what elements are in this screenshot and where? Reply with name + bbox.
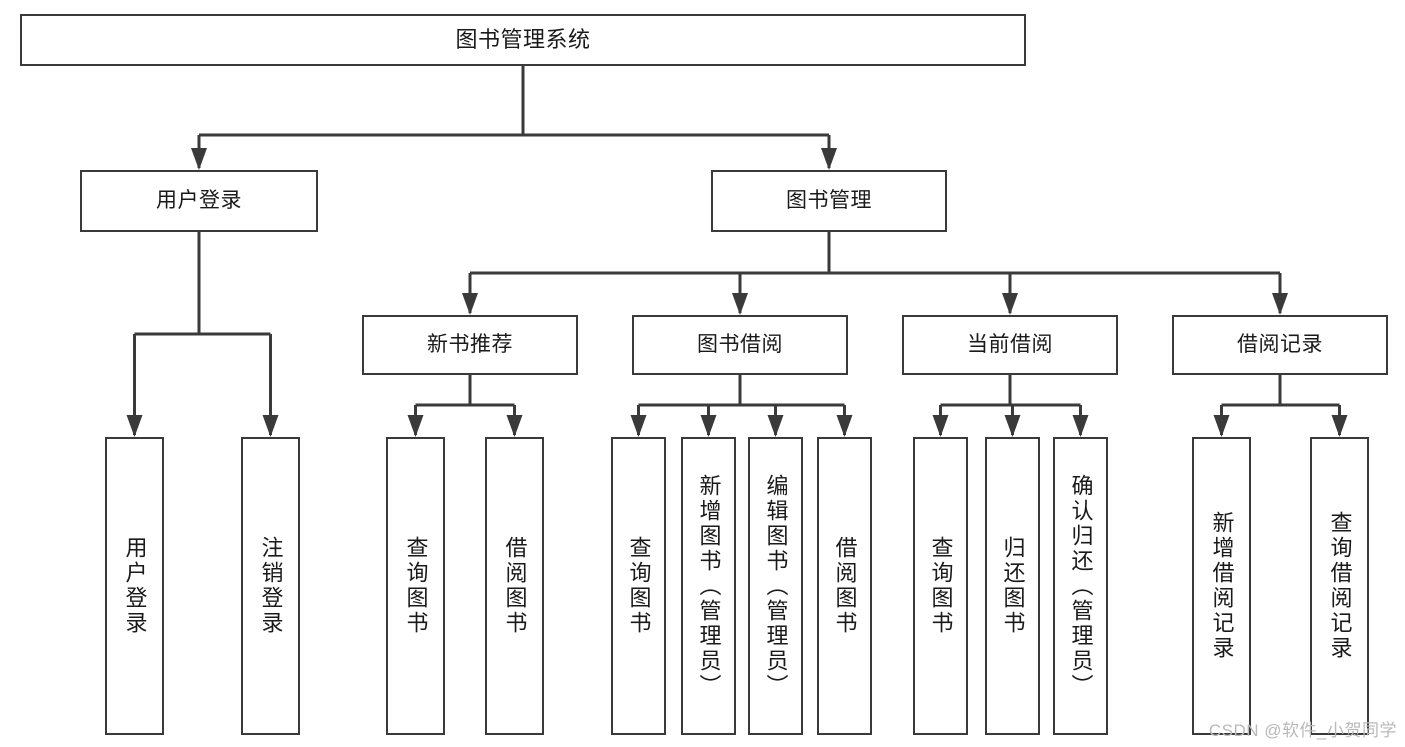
node-label: 确认归还（管理员） — [1068, 473, 1094, 699]
node-label: 图书管理系统 — [455, 27, 591, 53]
node-l3_d1[interactable]: 查询图书 — [913, 437, 968, 735]
node-label: 归还图书 — [1000, 536, 1026, 636]
node-root[interactable]: 图书管理系统 — [20, 14, 1026, 66]
node-l2_current[interactable]: 当前借阅 — [902, 315, 1118, 375]
node-label: 查询图书 — [403, 536, 429, 636]
node-l1_book[interactable]: 图书管理 — [711, 170, 947, 232]
node-l1_login[interactable]: 用户登录 — [80, 170, 318, 232]
node-l3_e2[interactable]: 查询借阅记录 — [1310, 437, 1369, 735]
node-l3_a1[interactable]: 用户登录 — [105, 437, 164, 735]
node-l3_c2[interactable]: 新增图书（管理员） — [681, 437, 736, 735]
node-l3_d2[interactable]: 归还图书 — [985, 437, 1040, 735]
node-label: 用户登录 — [122, 536, 148, 636]
node-label: 新增借阅记录 — [1209, 511, 1235, 661]
node-l3_b1[interactable]: 查询图书 — [386, 437, 445, 735]
watermark: CSDN @软件_小贺同学 — [1208, 721, 1397, 740]
node-label: 查询图书 — [928, 536, 954, 636]
node-label: 编辑图书（管理员） — [763, 473, 789, 699]
node-label: 借阅图书 — [832, 536, 858, 636]
node-l2_record[interactable]: 借阅记录 — [1172, 315, 1388, 375]
node-label: 新增图书（管理员） — [696, 473, 722, 699]
node-label: 新书推荐 — [427, 332, 513, 356]
node-label: 用户登录 — [156, 188, 242, 212]
node-label: 注销登录 — [258, 536, 284, 636]
node-l2_borrow[interactable]: 图书借阅 — [632, 315, 848, 375]
node-label: 查询图书 — [626, 536, 652, 636]
node-l3_c1[interactable]: 查询图书 — [611, 437, 666, 735]
node-l3_a2[interactable]: 注销登录 — [241, 437, 300, 735]
node-l3_b2[interactable]: 借阅图书 — [485, 437, 544, 735]
node-label: 借阅记录 — [1237, 332, 1323, 356]
node-label: 当前借阅 — [967, 332, 1053, 356]
node-l3_c4[interactable]: 借阅图书 — [817, 437, 872, 735]
node-l3_e1[interactable]: 新增借阅记录 — [1192, 437, 1251, 735]
node-label: 图书管理 — [786, 188, 872, 212]
node-l3_c3[interactable]: 编辑图书（管理员） — [748, 437, 803, 735]
node-l3_d3[interactable]: 确认归还（管理员） — [1053, 437, 1108, 735]
node-label: 查询借阅记录 — [1327, 511, 1353, 661]
node-label: 图书借阅 — [697, 332, 783, 356]
node-label: 借阅图书 — [502, 536, 528, 636]
node-l2_new[interactable]: 新书推荐 — [362, 315, 578, 375]
